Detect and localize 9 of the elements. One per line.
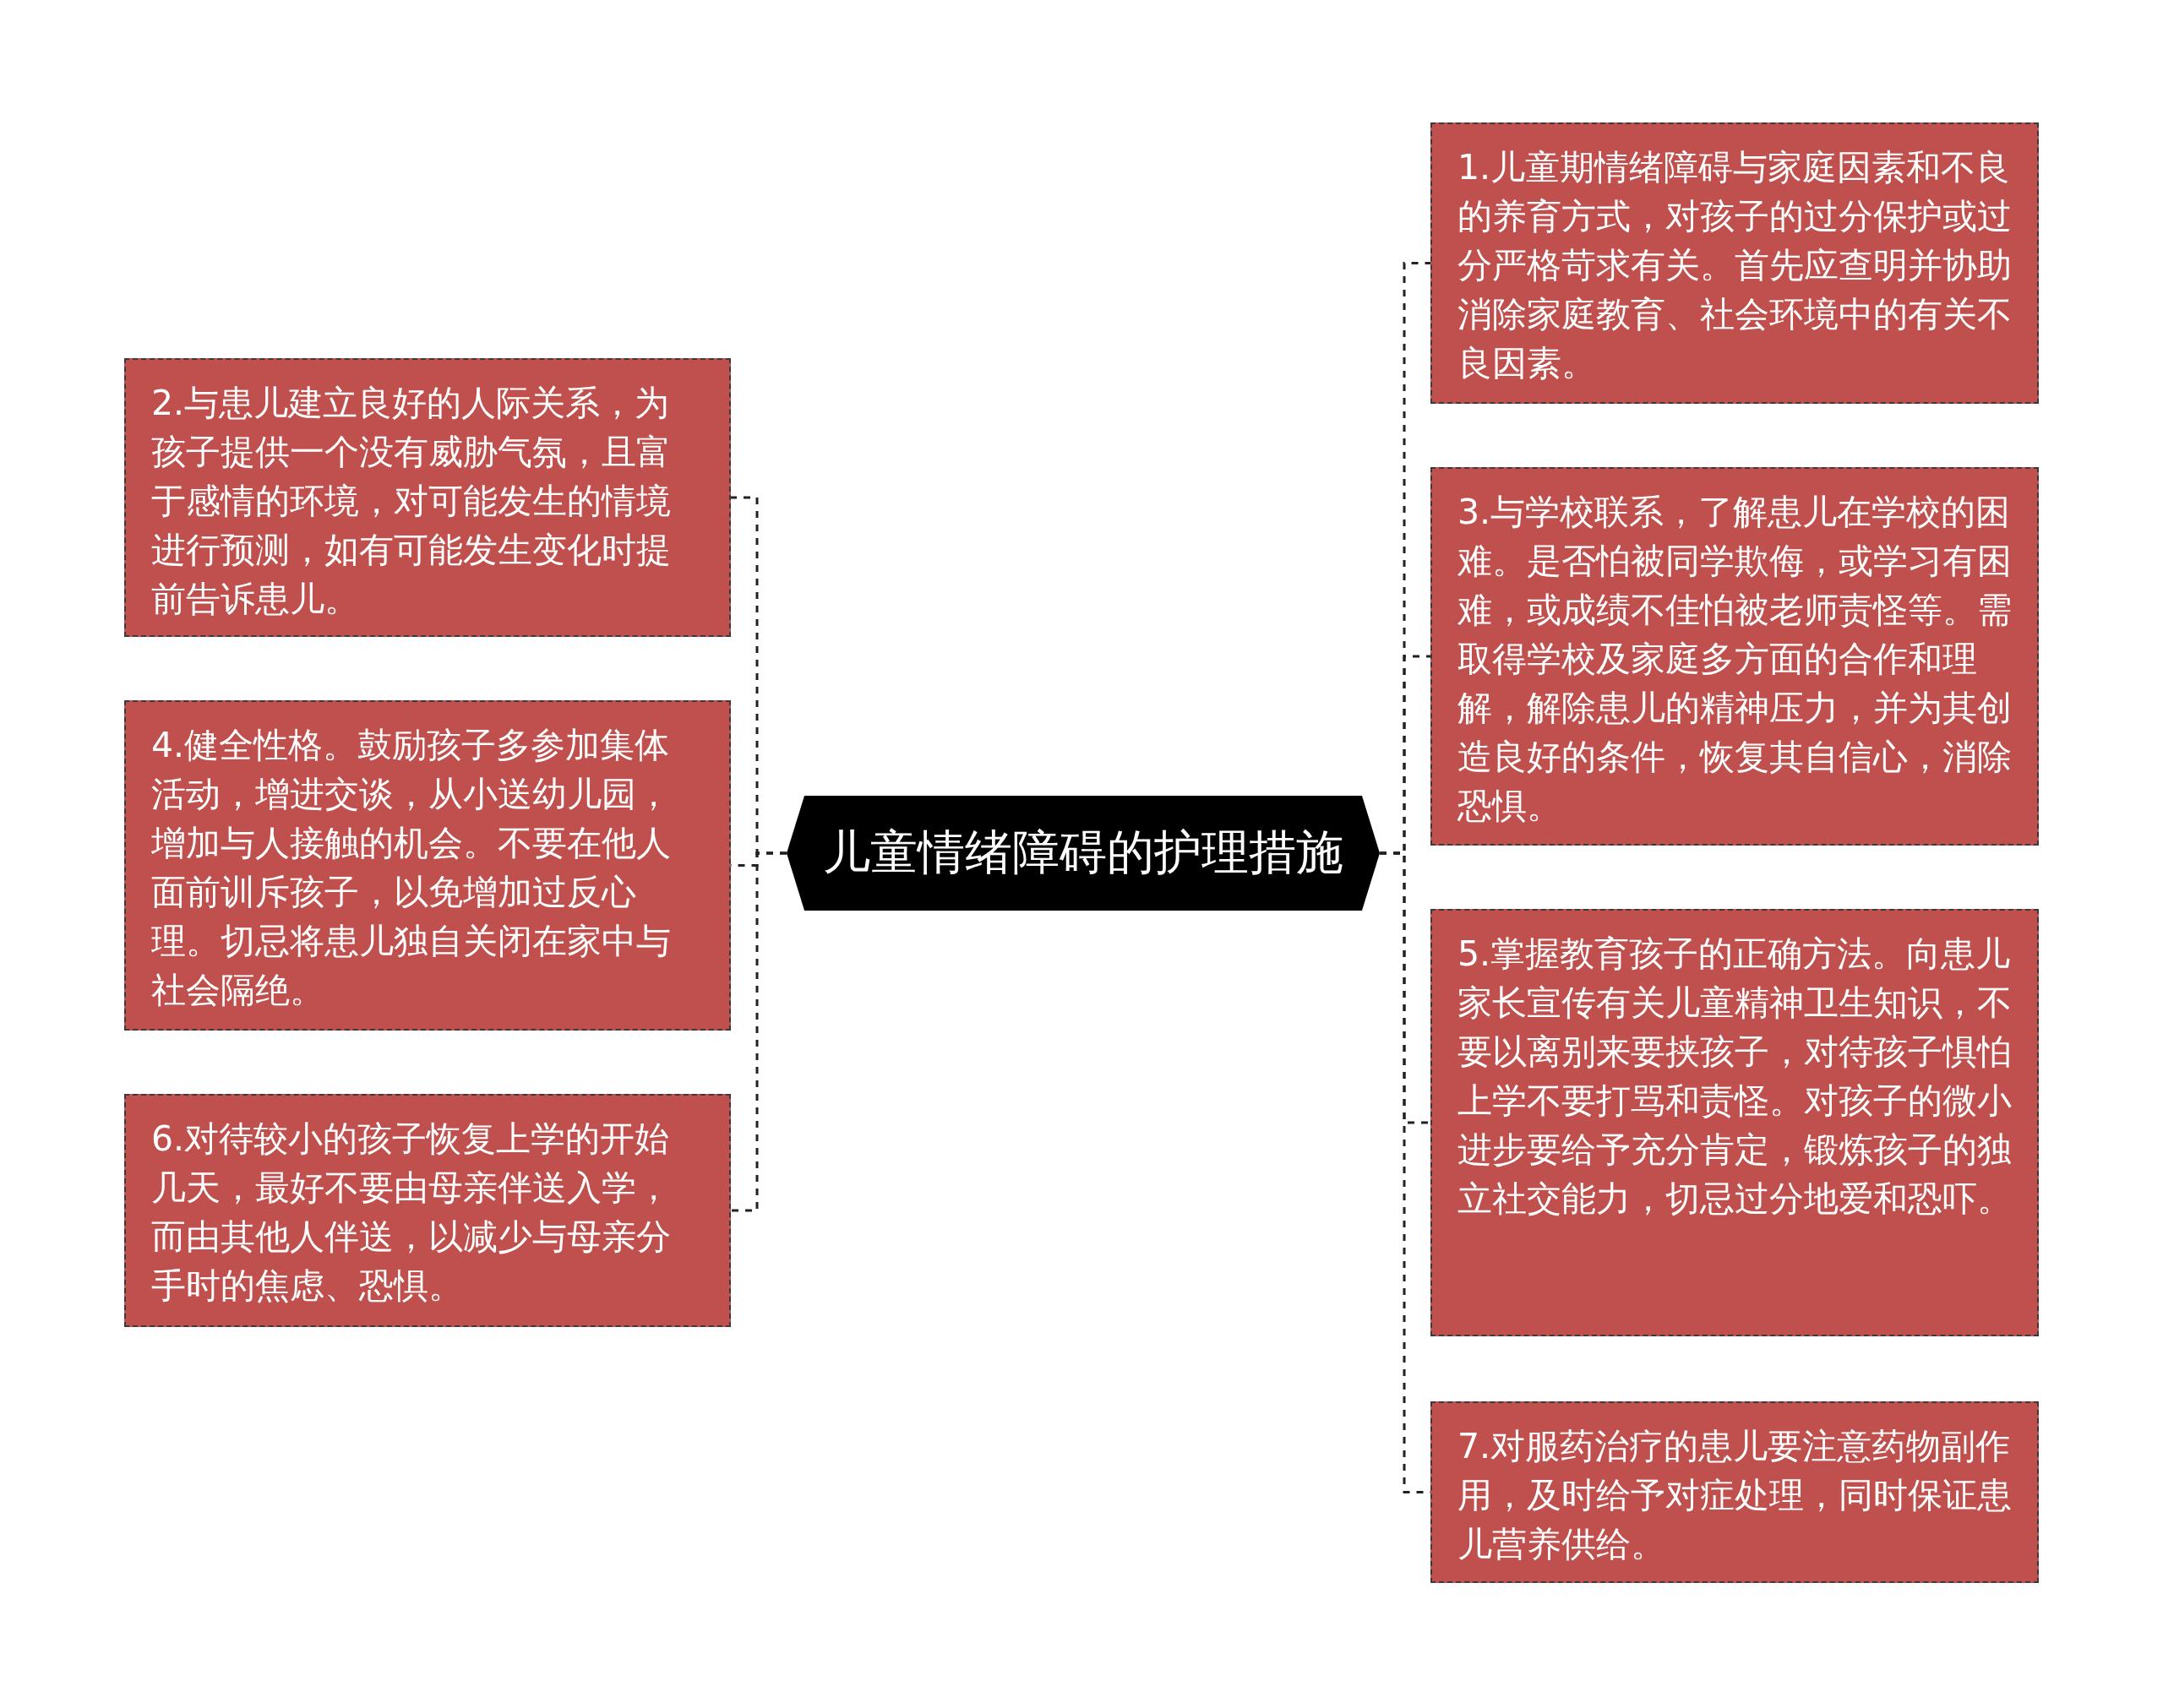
measure-card: 1.儿童期情绪障碍与家庭因素和不良的养育方式，对孩子的过分保护或过分严格苛求有关。首先应查明并协助消除家庭教育、社会环境中的有关不良因素。 [1430, 122, 2039, 404]
measure-card: 3.与学校联系，了解患儿在学校的困难。是否怕被同学欺侮，或学习有困难，或成绩不佳怕被老师责怪等。需取得学校及家庭多方面的合作和理解，解除患儿的精神压力，并为其创造良好的条件，恢复其自信心，消除恐惧。 [1430, 467, 2039, 846]
measure-card: 6.对待较小的孩子恢复上学的开始几天，最好不要由母亲伴送入学，而由其他人伴送，以减少与母亲分手时的焦虑、恐惧。 [124, 1094, 731, 1327]
measure-card: 2.与患儿建立良好的人际关系，为孩子提供一个没有威胁气氛，且富于感情的环境，对可能发生的情境进行预测，如有可能发生变化时提前告诉患儿。 [124, 358, 731, 637]
connector-line [731, 851, 787, 1212]
measure-card: 5.掌握教育孩子的正确方法。向患儿家长宣传有关儿童精神卫生知识，不要以离别来要挟孩子，对待孩子惧怕上学不要打骂和责怪。对孩子的微小进步要给予充分肯定，锻炼孩子的独立社交能力，切忌过分地爱和恐吓。 [1430, 909, 2039, 1336]
measure-card: 4.健全性格。鼓励孩子多参加集体活动，增进交谈，从小送幼儿园，增加与人接触的机会。不要在他人面前训斥孩子，以免增加过反心理。切忌将患儿独自关闭在家中与社会隔绝。 [124, 700, 731, 1031]
topic-title: 儿童情绪障碍的护理措施 [823, 824, 1343, 881]
measure-card: 7.对服药治疗的患儿要注意药物副作用，及时给予对症处理，同时保证患儿营养供给。 [1430, 1401, 2039, 1583]
